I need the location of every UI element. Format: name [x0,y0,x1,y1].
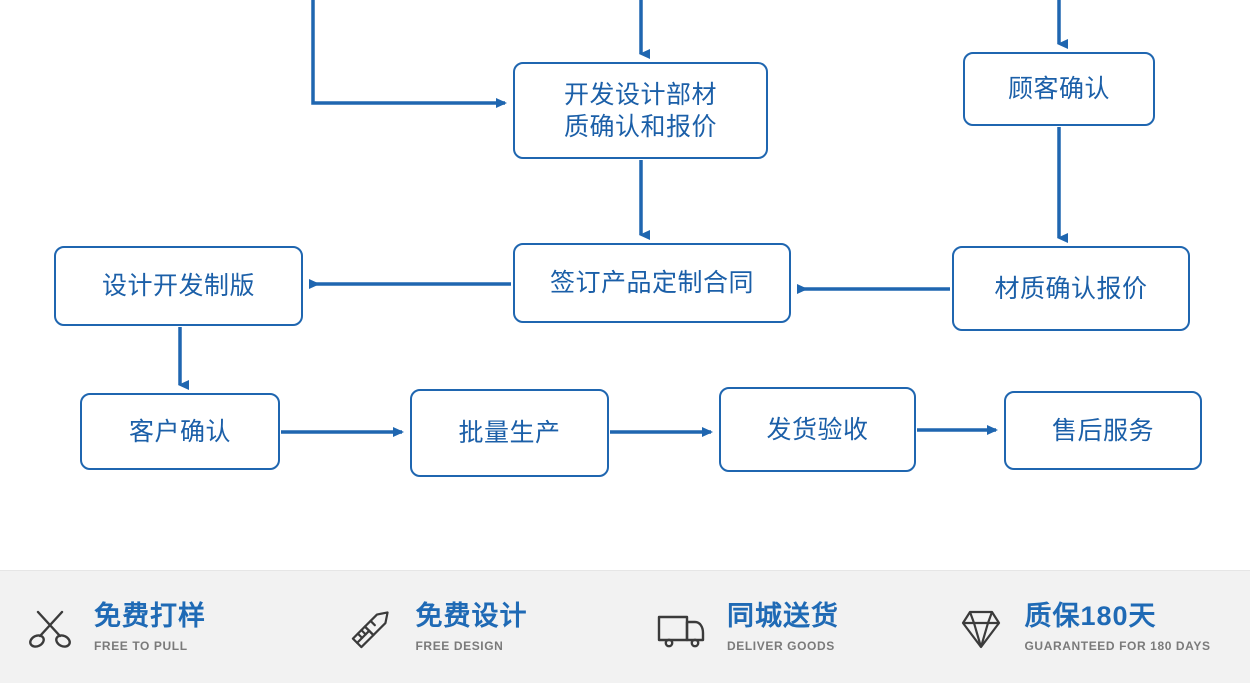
flow-node-client-confirm[interactable]: 客户确认 [80,393,280,470]
feature-text-block: 质保180天 GUARANTEED FOR 180 DAYS [1024,601,1211,653]
feature-subtitle: FREE TO PULL [94,638,188,653]
service-guarantee-footer: 免费打样 FREE TO PULL 免费设计 [0,570,1250,683]
flow-node-label: 设计开发制版 [101,272,255,300]
feature-text-block: 免费设计 FREE DESIGN [415,601,528,653]
flow-node-label: 售后服务 [1051,416,1154,445]
flow-node-after-sales-service[interactable]: 售后服务 [1004,391,1202,470]
flow-node-label: 顾客确认 [1007,75,1110,103]
flow-node-customer-confirm-top[interactable]: 顾客确认 [963,52,1155,126]
feature-same-city-delivery[interactable]: 同城送货 DELIVER GOODS [653,601,949,654]
flow-node-label: 签订产品定制合同 [549,269,754,297]
flow-node-mass-production[interactable]: 批量生产 [410,389,609,477]
flowchart-connector-layer [178,0,1068,437]
feature-free-sample[interactable]: 免费打样 FREE TO PULL [24,601,320,654]
flow-node-design-development-plate[interactable]: 设计开发制版 [54,246,303,326]
feature-title: 免费设计 [415,601,528,632]
feature-title: 质保180天 [1024,601,1157,632]
flow-node-label: 批量生产 [458,419,561,447]
flow-node-sign-custom-contract[interactable]: 签订产品定制合同 [513,243,791,323]
flow-node-label: 发货验收 [766,415,869,444]
truck-icon [653,602,709,654]
flow-node-shipment-acceptance[interactable]: 发货验收 [719,387,916,472]
feature-free-design[interactable]: 免费设计 FREE DESIGN [346,601,642,654]
feature-subtitle: GUARANTEED FOR 180 DAYS [1024,638,1211,653]
flow-node-label: 开发设计部材 质确认和报价 [563,80,717,141]
flow-node-material-confirm-quote[interactable]: 材质确认报价 [952,246,1190,331]
feature-text-block: 同城送货 DELIVER GOODS [727,601,839,653]
feature-warranty-180-days[interactable]: 质保180天 GUARANTEED FOR 180 DAYS [955,601,1250,654]
connector-top-left-elbow [311,0,507,108]
flow-node-label: 材质确认报价 [994,274,1148,303]
feature-title: 同城送货 [727,601,839,632]
process-flowchart: 开发设计部材 质确认和报价 顾客确认 设计开发制版 签订产品定制合同 材质确认报… [54,0,1202,477]
scissors-icon [24,602,76,654]
ruler-pencil-icon [346,602,398,654]
feature-text-block: 免费打样 FREE TO PULL [94,601,206,653]
feature-subtitle: DELIVER GOODS [727,638,835,653]
feature-subtitle: FREE DESIGN [415,638,504,653]
flow-node-label: 客户确认 [128,417,231,446]
diamond-icon [955,602,1007,654]
flow-node-dev-design-material-quote[interactable]: 开发设计部材 质确认和报价 [513,62,768,159]
feature-title: 免费打样 [94,601,206,632]
